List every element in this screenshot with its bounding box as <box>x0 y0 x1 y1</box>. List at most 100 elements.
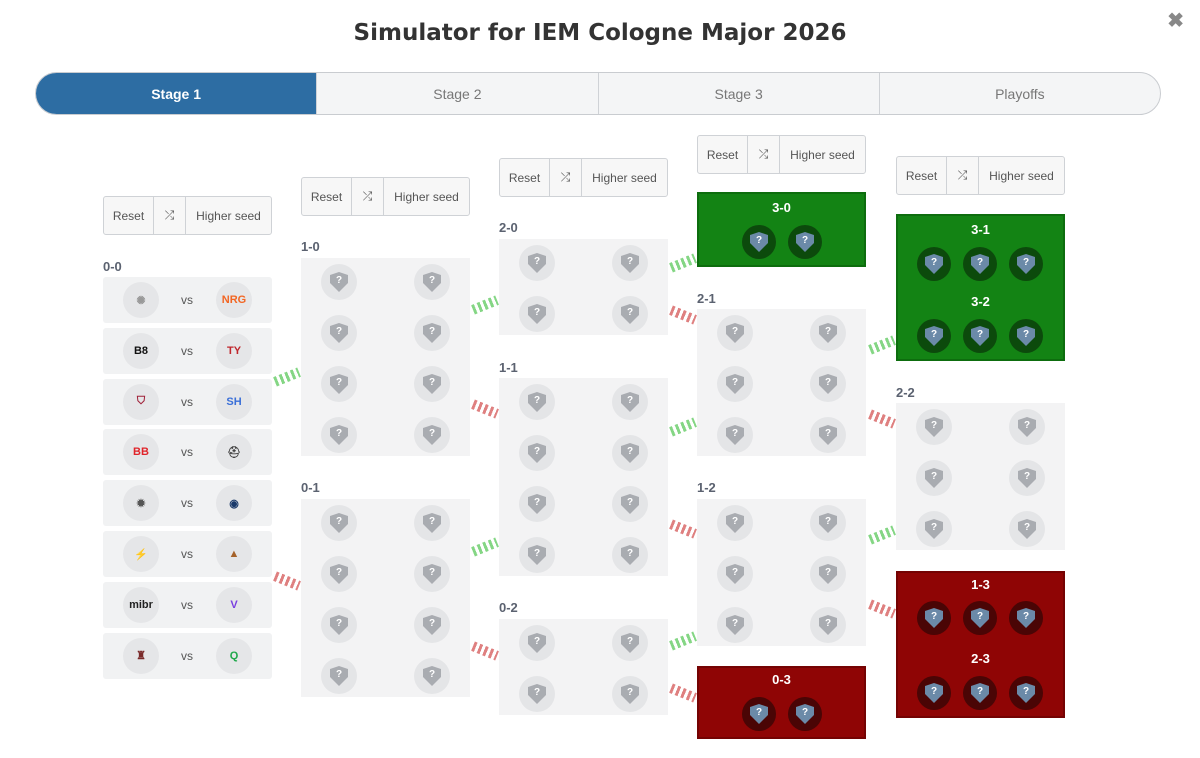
team-slot[interactable]: ? <box>321 658 357 694</box>
team-slot[interactable]: ? <box>1009 247 1043 281</box>
team-slot[interactable]: ? <box>717 505 753 541</box>
team-logo[interactable]: V <box>216 586 252 623</box>
shuffle-button[interactable]: ⤮ <box>550 159 582 196</box>
team-slot[interactable]: ? <box>414 264 450 300</box>
team-logo[interactable]: ⚡ <box>123 536 159 572</box>
team-slot[interactable]: ? <box>612 435 648 471</box>
team-slot[interactable]: ? <box>810 556 846 592</box>
team-slot[interactable]: ? <box>810 417 846 453</box>
team-slot[interactable]: ? <box>519 537 555 573</box>
team-slot[interactable]: ? <box>414 658 450 694</box>
team-slot[interactable]: ? <box>1009 460 1045 496</box>
team-slot[interactable]: ? <box>414 417 450 453</box>
reset-button[interactable]: Reset <box>302 178 352 215</box>
team-logo[interactable]: ✺ <box>123 282 159 318</box>
team-slot[interactable]: ? <box>519 486 555 522</box>
team-logo[interactable]: ▲ <box>216 536 252 572</box>
tab-stage-1[interactable]: Stage 1 <box>36 73 317 114</box>
close-icon[interactable]: ✖ <box>1167 10 1184 32</box>
team-slot[interactable]: ? <box>519 676 555 712</box>
team-slot[interactable]: ? <box>810 366 846 402</box>
team-slot[interactable]: ? <box>963 676 997 710</box>
team-slot[interactable]: ? <box>612 296 648 332</box>
tab-playoffs[interactable]: Playoffs <box>878 73 1160 114</box>
team-slot[interactable]: ? <box>321 607 357 643</box>
team-slot[interactable]: ? <box>917 601 951 635</box>
team-slot[interactable]: ? <box>917 319 951 353</box>
team-slot[interactable]: ? <box>519 384 555 420</box>
team-logo[interactable]: BB <box>123 434 159 471</box>
higher-seed-button[interactable]: Higher seed <box>394 189 459 204</box>
team-logo[interactable]: ⛑ <box>216 434 252 471</box>
team-slot[interactable]: ? <box>963 319 997 353</box>
team-slot[interactable]: ? <box>963 247 997 281</box>
team-slot[interactable]: ? <box>717 556 753 592</box>
team-logo[interactable]: TY <box>216 332 252 369</box>
team-slot[interactable]: ? <box>742 225 776 259</box>
team-logo[interactable]: ♜ <box>123 637 159 674</box>
team-slot[interactable]: ? <box>414 556 450 592</box>
shuffle-button[interactable]: ⤮ <box>748 136 780 173</box>
team-slot[interactable]: ? <box>788 225 822 259</box>
team-slot[interactable]: ? <box>612 537 648 573</box>
higher-seed-button[interactable]: Higher seed <box>790 147 855 162</box>
shuffle-button[interactable]: ⤮ <box>352 178 384 215</box>
team-slot[interactable]: ? <box>414 315 450 351</box>
shuffle-button[interactable]: ⤮ <box>947 157 979 194</box>
team-slot[interactable]: ? <box>321 505 357 541</box>
team-slot[interactable]: ? <box>742 697 776 731</box>
team-slot[interactable]: ? <box>519 296 555 332</box>
team-slot[interactable]: ? <box>612 625 648 661</box>
team-slot[interactable]: ? <box>717 315 753 351</box>
team-slot[interactable]: ? <box>717 607 753 643</box>
team-slot[interactable]: ? <box>963 601 997 635</box>
reset-button[interactable]: Reset <box>897 157 947 194</box>
reset-button[interactable]: Reset <box>698 136 748 173</box>
team-slot[interactable]: ? <box>916 511 952 547</box>
team-slot[interactable]: ? <box>519 435 555 471</box>
shuffle-button[interactable]: ⤮ <box>154 197 186 234</box>
team-slot[interactable]: ? <box>612 676 648 712</box>
team-slot[interactable]: ? <box>321 417 357 453</box>
team-slot[interactable]: ? <box>810 315 846 351</box>
team-slot[interactable]: ? <box>612 384 648 420</box>
team-slot[interactable]: ? <box>1009 319 1043 353</box>
team-slot[interactable]: ? <box>788 697 822 731</box>
team-slot[interactable]: ? <box>1009 676 1043 710</box>
team-slot[interactable]: ? <box>321 264 357 300</box>
team-logo[interactable]: mibr <box>123 586 159 623</box>
team-slot[interactable]: ? <box>519 245 555 281</box>
team-slot[interactable]: ? <box>810 505 846 541</box>
team-logo[interactable]: ⛉ <box>123 383 159 420</box>
team-logo[interactable]: ◉ <box>216 485 252 522</box>
team-logo[interactable]: B8 <box>123 332 159 369</box>
higher-seed-button[interactable]: Higher seed <box>989 168 1054 183</box>
team-slot[interactable]: ? <box>917 247 951 281</box>
team-slot[interactable]: ? <box>1009 511 1045 547</box>
team-slot[interactable]: ? <box>916 409 952 445</box>
team-slot[interactable]: ? <box>414 607 450 643</box>
tab-stage-2[interactable]: Stage 2 <box>316 73 597 114</box>
team-slot[interactable]: ? <box>612 486 648 522</box>
higher-seed-button[interactable]: Higher seed <box>592 170 657 185</box>
team-slot[interactable]: ? <box>717 366 753 402</box>
higher-seed-button[interactable]: Higher seed <box>196 208 261 223</box>
team-slot[interactable]: ? <box>414 505 450 541</box>
reset-button[interactable]: Reset <box>104 197 154 234</box>
team-slot[interactable]: ? <box>917 676 951 710</box>
team-slot[interactable]: ? <box>321 366 357 402</box>
tab-stage-3[interactable]: Stage 3 <box>597 73 879 114</box>
team-slot[interactable]: ? <box>612 245 648 281</box>
team-logo[interactable]: Q <box>216 637 252 674</box>
team-slot[interactable]: ? <box>810 607 846 643</box>
reset-button[interactable]: Reset <box>500 159 550 196</box>
team-logo[interactable]: NRG <box>216 282 252 318</box>
team-slot[interactable]: ? <box>1009 409 1045 445</box>
team-logo[interactable]: ✹ <box>123 485 159 522</box>
team-slot[interactable]: ? <box>321 556 357 592</box>
team-slot[interactable]: ? <box>916 460 952 496</box>
team-slot[interactable]: ? <box>519 625 555 661</box>
team-slot[interactable]: ? <box>1009 601 1043 635</box>
team-slot[interactable]: ? <box>414 366 450 402</box>
team-slot[interactable]: ? <box>321 315 357 351</box>
